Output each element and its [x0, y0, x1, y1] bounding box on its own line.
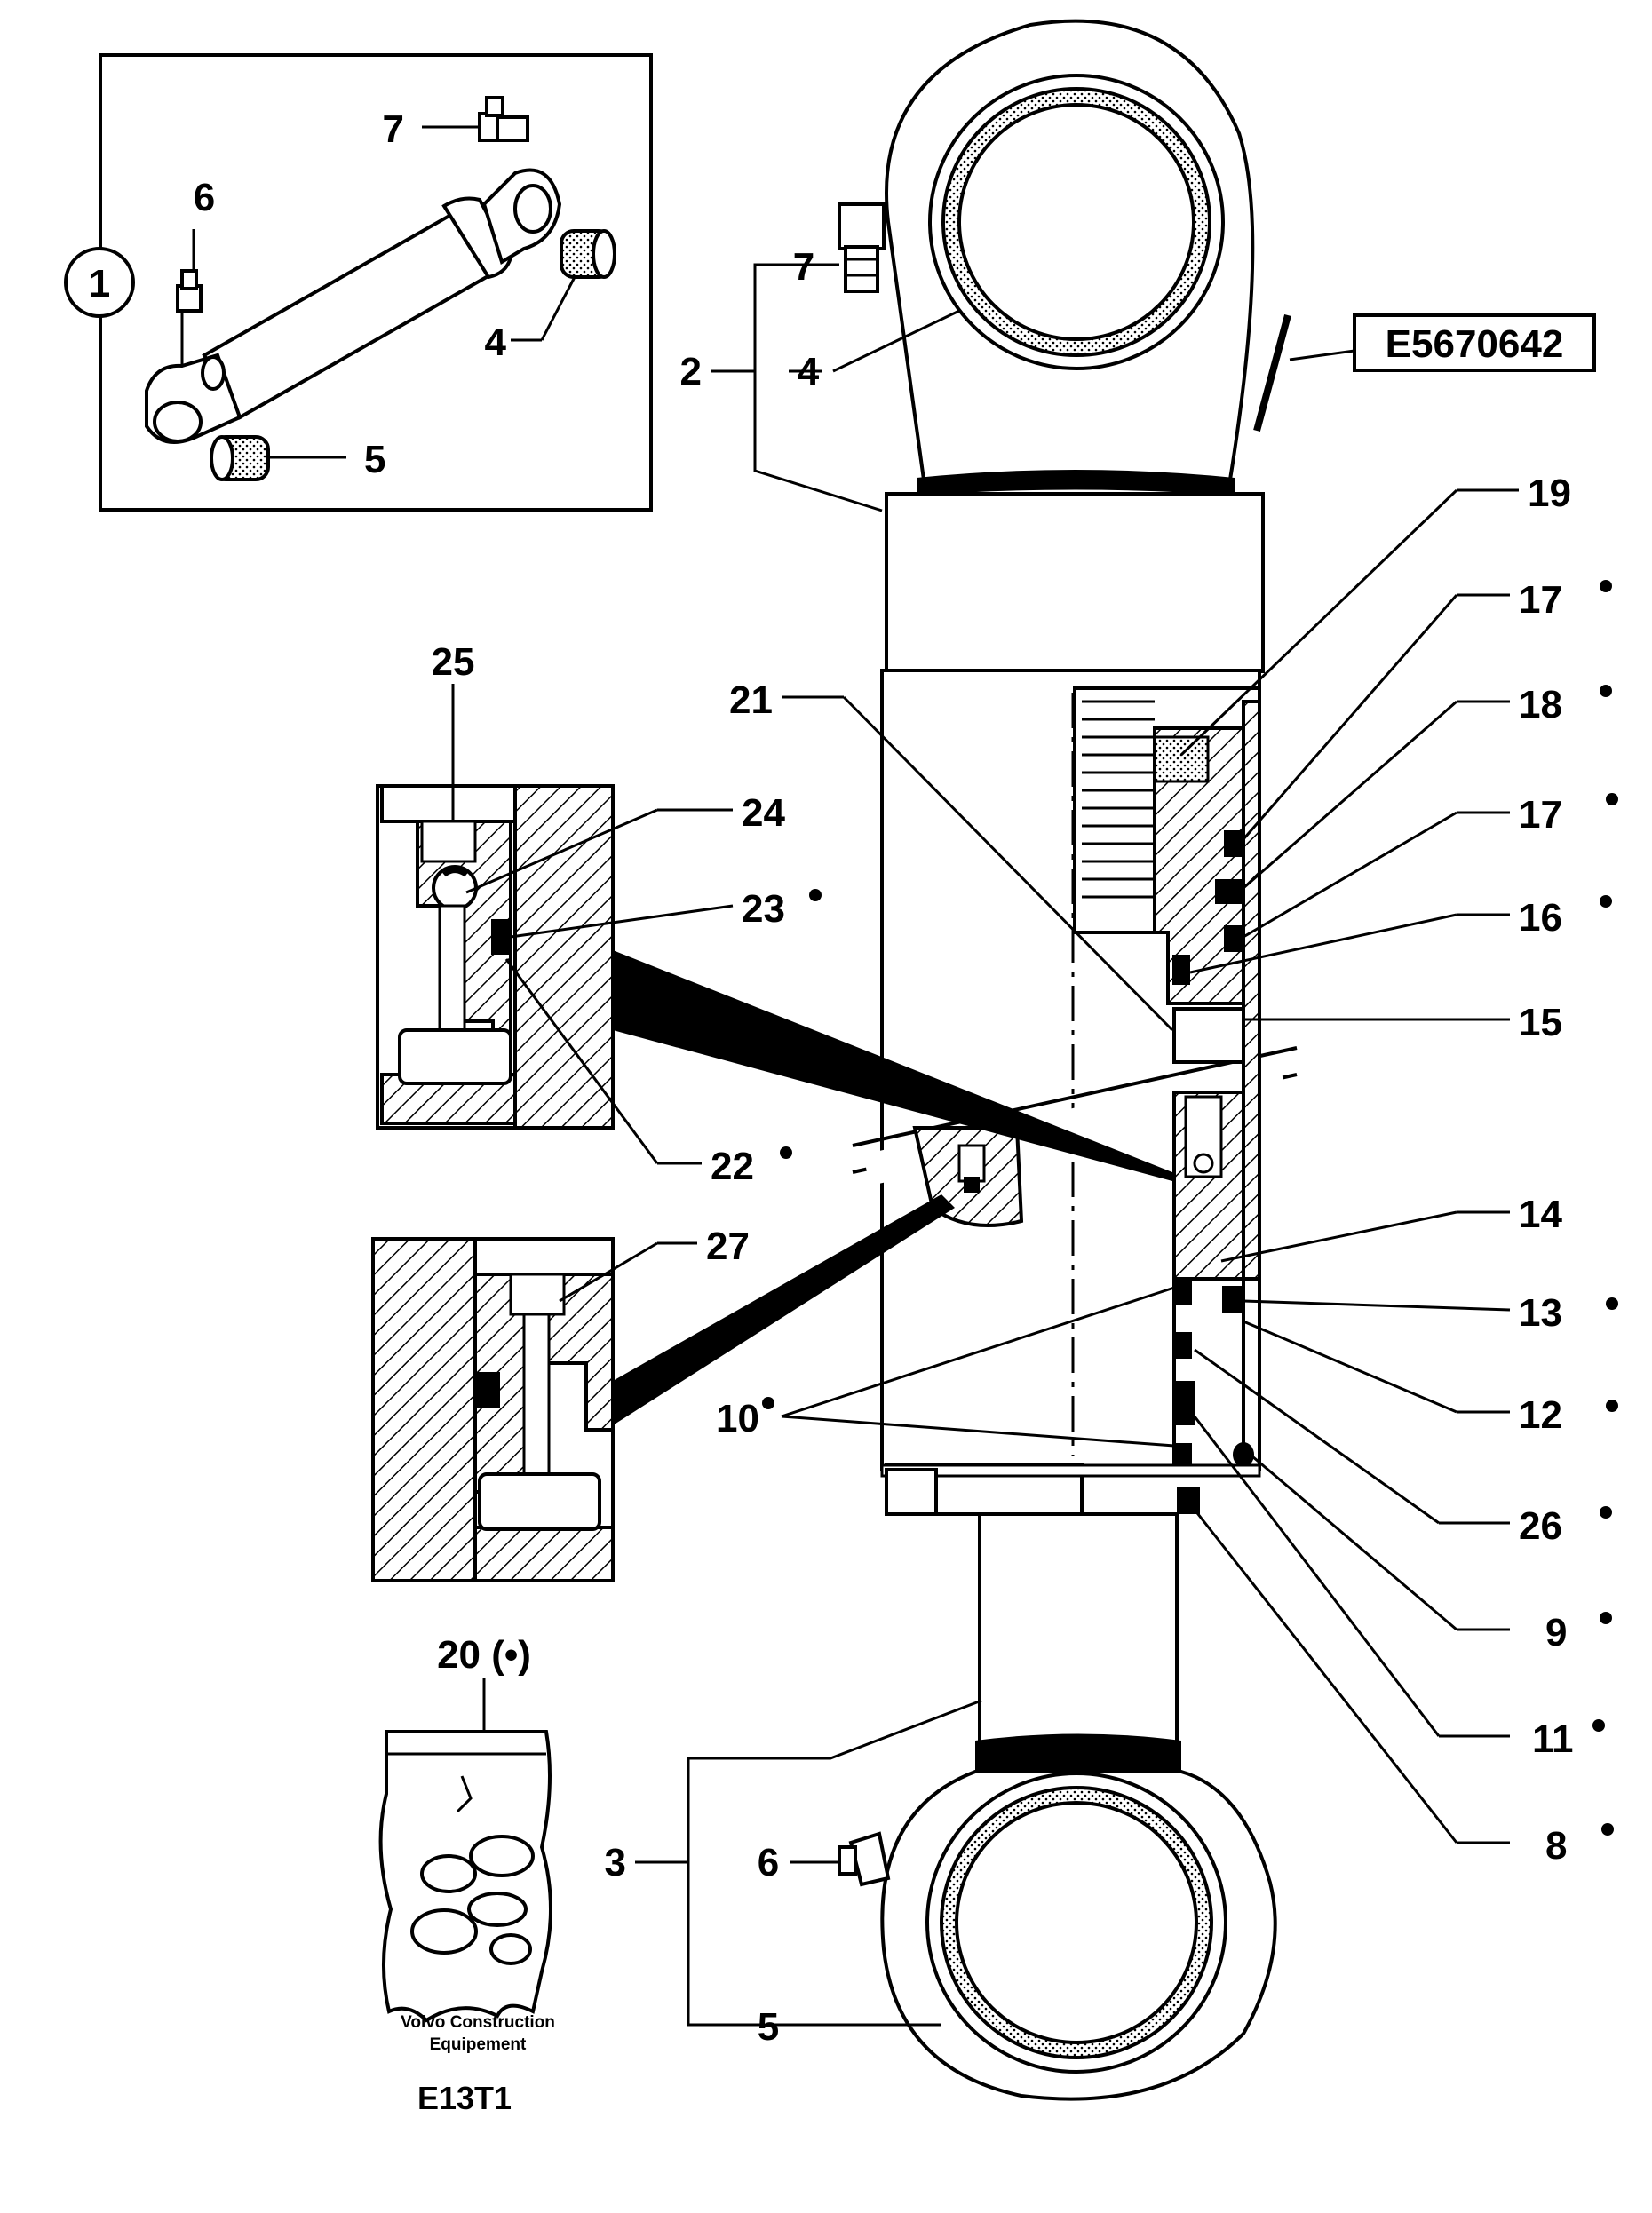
label-15: 15 — [1519, 1001, 1562, 1044]
label-3: 3 — [605, 1841, 626, 1884]
label-17-lower: 17 — [1519, 793, 1562, 837]
label-13: 13 — [1519, 1291, 1562, 1335]
leader-lines — [451, 263, 1519, 2027]
label-21: 21 — [729, 678, 773, 722]
label-20-seal-kit: 20 (•) — [437, 1633, 531, 1677]
label-12: 12 — [1519, 1393, 1562, 1437]
label-7: 7 — [793, 245, 814, 289]
label-5: 5 — [758, 2005, 779, 2049]
label-11: 11 — [1532, 1717, 1574, 1761]
cutaway-section — [1073, 686, 1261, 1514]
label-17-upper: 17 — [1519, 578, 1562, 622]
figure-code: E13T1 — [417, 2080, 512, 2116]
inset-label-6: 6 — [194, 176, 215, 219]
assembly-number-circle — [64, 247, 135, 318]
label-19: 19 — [1528, 472, 1571, 515]
inset-label-4: 4 — [485, 321, 507, 364]
label-14: 14 — [1519, 1193, 1562, 1236]
label-6: 6 — [758, 1841, 779, 1884]
label-2: 2 — [680, 350, 702, 393]
label-23: 23 — [742, 887, 785, 931]
label-26: 26 — [1519, 1504, 1562, 1548]
bottom-eye — [838, 1770, 1277, 2101]
reference-code: E5670642 — [1386, 322, 1564, 366]
label-27: 27 — [706, 1225, 750, 1268]
detail-view-upper — [376, 784, 1172, 1181]
seal-kit-bag-icon — [378, 1678, 552, 2023]
top-eye — [838, 19, 1291, 496]
reference-code-box: E5670642 — [1353, 313, 1596, 372]
main-cylinder — [838, 19, 1298, 2101]
label-24: 24 — [742, 791, 785, 835]
assembly-number: 1 — [89, 262, 110, 305]
assembly-inset: 1 7 6 4 5 — [64, 53, 653, 512]
publisher-line-1: Volvo Construction — [401, 2013, 555, 2032]
cylinder-head — [885, 492, 1265, 673]
piston-rod — [978, 1512, 1179, 1773]
label-22: 22 — [711, 1145, 754, 1188]
label-25: 25 — [432, 640, 475, 684]
label-9: 9 — [1545, 1611, 1567, 1654]
inset-bushing-base-icon — [210, 435, 270, 481]
inset-bushing-rod-icon — [560, 229, 616, 279]
inset-label-7: 7 — [383, 107, 404, 151]
inset-grease-nipple-icon — [176, 269, 203, 313]
label-16: 16 — [1519, 896, 1562, 940]
part-labels: 2 7 4 3 6 5 19 17 18 17 16 15 14 13 12 2… — [432, 245, 1618, 2049]
publisher-line-2: Equipement — [430, 2035, 527, 2054]
label-4: 4 — [798, 350, 820, 393]
label-18: 18 — [1519, 683, 1562, 726]
label-8: 8 — [1545, 1824, 1567, 1868]
inset-label-5: 5 — [364, 438, 385, 481]
detail-view-lower — [371, 1194, 955, 1582]
label-10: 10 — [716, 1397, 759, 1440]
